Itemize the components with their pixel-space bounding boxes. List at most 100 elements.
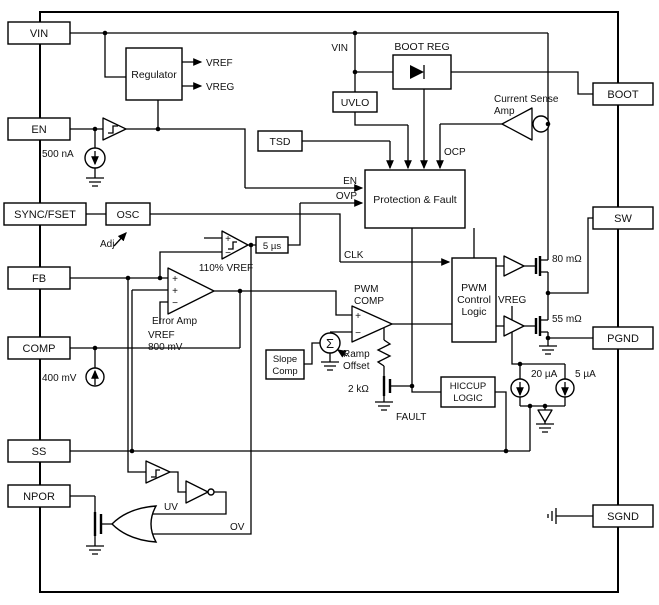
pwm-control-label-2: Control <box>457 294 491 306</box>
osc-adj-arrow <box>113 232 127 247</box>
net-ovp: OVP <box>336 191 357 202</box>
sigma-symbol: Σ <box>326 336 334 351</box>
pin-label-fb: FB <box>32 273 46 285</box>
current-sense-label-1: Current Sense <box>494 94 559 105</box>
pin-label-boot: BOOT <box>607 89 638 101</box>
pin-sgnd <box>592 504 654 528</box>
error-amp-plus-2: + <box>172 286 178 297</box>
pin-label-sync: SYNC/FSET <box>14 209 76 221</box>
error-amp-label: Error Amp <box>152 316 197 327</box>
pin-sync-fset <box>3 202 87 226</box>
uvlo-block <box>332 91 378 113</box>
pwm-control-label-3: Logic <box>461 306 486 318</box>
ramp-offset-label-1: Ramp <box>343 349 370 360</box>
ovp-hysteresis-icon <box>228 241 237 250</box>
pin-en <box>7 117 71 141</box>
net-uv: UV <box>164 502 178 513</box>
osc-label: OSC <box>117 209 140 221</box>
pwm-comparator-icon <box>351 305 393 343</box>
osc-adj-label: Adj <box>100 239 114 250</box>
ovp-comparator-icon <box>221 230 249 260</box>
tsd-block <box>257 130 303 152</box>
pin-npor <box>7 484 71 508</box>
pin-pgnd <box>592 326 654 350</box>
en-hysteresis-icon <box>108 125 118 134</box>
net-clk: CLK <box>344 250 364 261</box>
ss-fast-current-label: 20 µA <box>531 369 558 380</box>
pwm-control-label-1: PWM <box>461 282 487 294</box>
en-pulldown-label: 500 nA <box>42 149 74 160</box>
summing-node-icon <box>319 332 341 354</box>
pin-label-vin: VIN <box>30 28 48 40</box>
pin-label-pgnd: PGND <box>607 333 639 345</box>
chip-outline <box>39 11 619 593</box>
net-vref: VREF <box>206 58 233 69</box>
pin-ss <box>7 439 71 463</box>
net-en: EN <box>343 176 357 187</box>
regulator-label: Regulator <box>131 69 177 81</box>
protection-fault-block <box>364 169 466 229</box>
pin-label-npor: NPOR <box>23 491 55 503</box>
ovp-threshold-label: 110% VREF <box>199 263 253 274</box>
error-amp-plus-1: + <box>172 274 178 285</box>
pin-comp <box>7 336 71 360</box>
error-amp-minus: − <box>172 298 178 309</box>
slope-comp-label-2: Comp <box>272 366 297 377</box>
pin-fb <box>7 266 71 290</box>
comp-clamp-label: 400 mV <box>42 373 77 384</box>
pins <box>3 21 654 528</box>
boot-diode-icon <box>410 65 424 79</box>
net-vin-internal: VIN <box>331 43 348 54</box>
mosfet-bars <box>93 256 542 536</box>
net-vreg: VREG <box>206 82 235 93</box>
pwm-comp-label-1: PWM <box>354 284 378 295</box>
junction-dots <box>92 30 551 454</box>
low-side-driver-icon <box>503 315 525 337</box>
pwm-comp-minus: − <box>355 328 361 339</box>
ramp-offset-arrow <box>336 349 348 358</box>
slope-comp-label-1: Slope <box>273 354 297 365</box>
pwm-comp-plus: + <box>355 311 361 322</box>
en-comparator-icon <box>102 117 127 141</box>
fault-resistor-symbol <box>376 339 392 367</box>
uv-inverter-icon <box>185 480 209 504</box>
slope-comp-block <box>265 349 305 380</box>
vref-value-label: 800 mV <box>148 342 183 353</box>
vref-name-label: VREF <box>148 330 175 341</box>
pwm-control-logic-block <box>451 257 497 343</box>
pin-boot <box>592 82 654 106</box>
pin-label-comp: COMP <box>23 343 56 355</box>
net-ocp: OCP <box>444 147 466 158</box>
ss-discharge-buffer-icon <box>537 409 553 423</box>
current-sense-amp-icon <box>501 107 533 141</box>
pin-vin <box>7 21 71 45</box>
pin-label-ss: SS <box>32 446 47 458</box>
osc-block <box>105 202 151 226</box>
pin-label-sw: SW <box>614 213 632 225</box>
uvlo-label: UVLO <box>341 97 370 109</box>
sgnd-ground-icon <box>547 508 557 524</box>
fault-resistor-label: 2 kΩ <box>348 384 369 395</box>
net-vreg-rail: VREG <box>498 295 527 306</box>
uv-hysteresis-icon <box>151 469 160 478</box>
error-amp-icon <box>167 267 215 315</box>
deglitch-block <box>255 236 289 254</box>
inverter-bubble-icon <box>207 488 215 496</box>
net-ov: OV <box>230 522 245 533</box>
hiccup-label-2: LOGIC <box>453 393 483 404</box>
current-sense-label-2: Amp <box>494 106 515 117</box>
hiccup-logic-block <box>440 376 496 408</box>
pin-label-en: EN <box>31 124 46 136</box>
rdson-high-label: 80 mΩ <box>552 254 582 265</box>
npor-or-gate-icon <box>111 505 158 543</box>
rdson-low-label: 55 mΩ <box>552 314 582 325</box>
hiccup-label-1: HICCUP <box>450 381 486 392</box>
ovp-comp-plus: + <box>225 234 231 245</box>
pwm-comp-label-2: COMP <box>354 296 384 307</box>
ovp-comp-minus: − <box>225 248 231 259</box>
regulator-block <box>125 47 183 101</box>
tsd-label: TSD <box>270 136 291 148</box>
protection-fault-label: Protection & Fault <box>373 194 457 206</box>
